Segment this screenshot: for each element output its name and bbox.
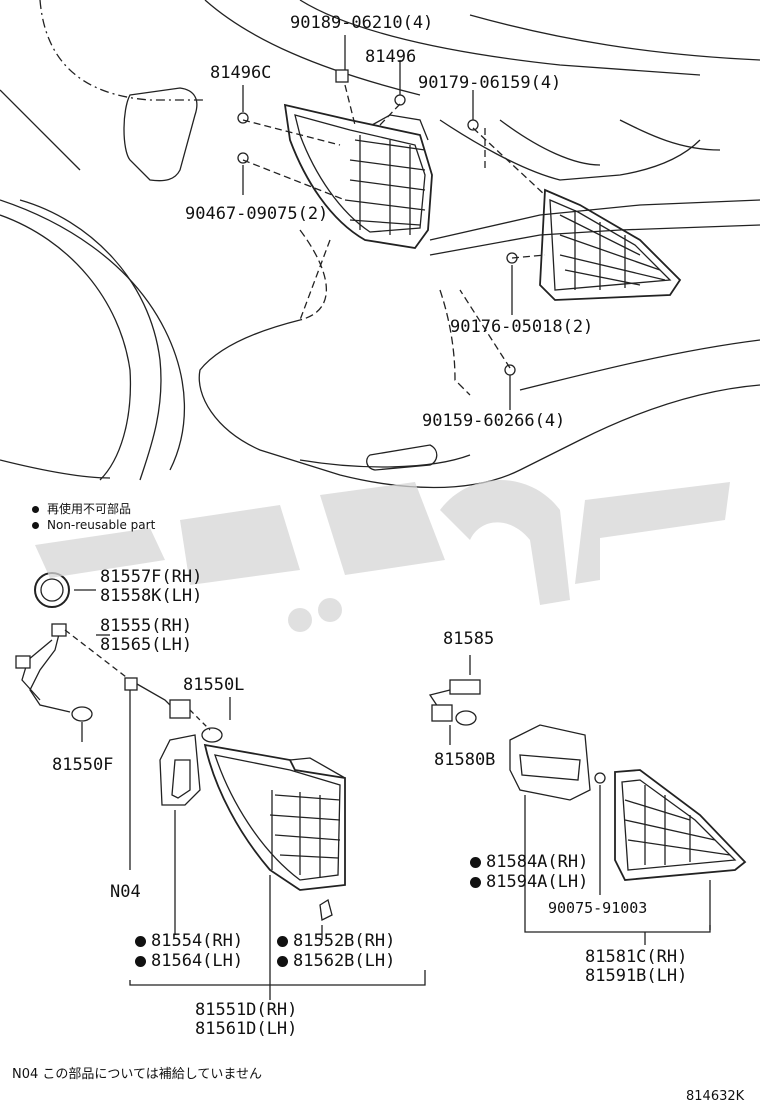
label-81564: 81564(LH)	[135, 952, 243, 970]
label-81585: 81585	[443, 629, 495, 649]
label-81580b: 81580B	[434, 750, 496, 770]
label-90075: 90075-91003	[548, 899, 648, 917]
label-81554: 81554(RH)	[135, 932, 243, 950]
label-81552b: 81552B(RH)	[277, 932, 395, 950]
label-81591b: 81591B(LH)	[585, 966, 688, 986]
bullet-icon	[32, 506, 39, 513]
non-reusable-dot-icon	[470, 856, 481, 868]
legend-en: Non-reusable part	[32, 518, 155, 532]
non-reusable-dot-icon	[135, 955, 146, 967]
label-n04: N04	[110, 882, 141, 902]
label-81581c: 81581C(RH)	[585, 947, 688, 967]
label-90176: 90176-05018(2)	[450, 317, 594, 337]
non-reusable-dot-icon	[277, 955, 288, 967]
label-81557f: 81557F(RH)	[100, 567, 203, 587]
label-90179: 90179-06159(4)	[418, 73, 562, 93]
legend-jp: 再使用不可部品	[32, 502, 131, 516]
label-81565: 81565(LH)	[100, 635, 193, 655]
non-reusable-dot-icon	[277, 935, 288, 947]
label-81558k: 81558K(LH)	[100, 586, 203, 606]
label-81551d: 81551D(RH)	[195, 1000, 298, 1020]
label-81562b: 81562B(LH)	[277, 952, 395, 970]
label-90159: 90159-60266(4)	[422, 411, 566, 431]
footer-note: N04 この部品については補給していません	[12, 1067, 262, 1082]
label-81561d: 81561D(LH)	[195, 1019, 298, 1039]
non-reusable-dot-icon	[135, 935, 146, 947]
label-81496c: 81496C	[210, 63, 272, 83]
label-90189: 90189-06210(4)	[290, 13, 434, 33]
label-81555: 81555(RH)	[100, 616, 193, 636]
label-81550f: 81550F	[52, 755, 114, 775]
label-81496: 81496	[365, 47, 417, 67]
label-81594a: 81594A(LH)	[470, 873, 588, 891]
label-81584a: 81584A(RH)	[470, 853, 588, 871]
non-reusable-dot-icon	[470, 876, 481, 888]
diagram-code: 814632K	[686, 1089, 745, 1104]
label-90467: 90467-09075(2)	[185, 204, 329, 224]
label-81550l: 81550L	[183, 675, 245, 695]
bullet-icon	[32, 522, 39, 529]
